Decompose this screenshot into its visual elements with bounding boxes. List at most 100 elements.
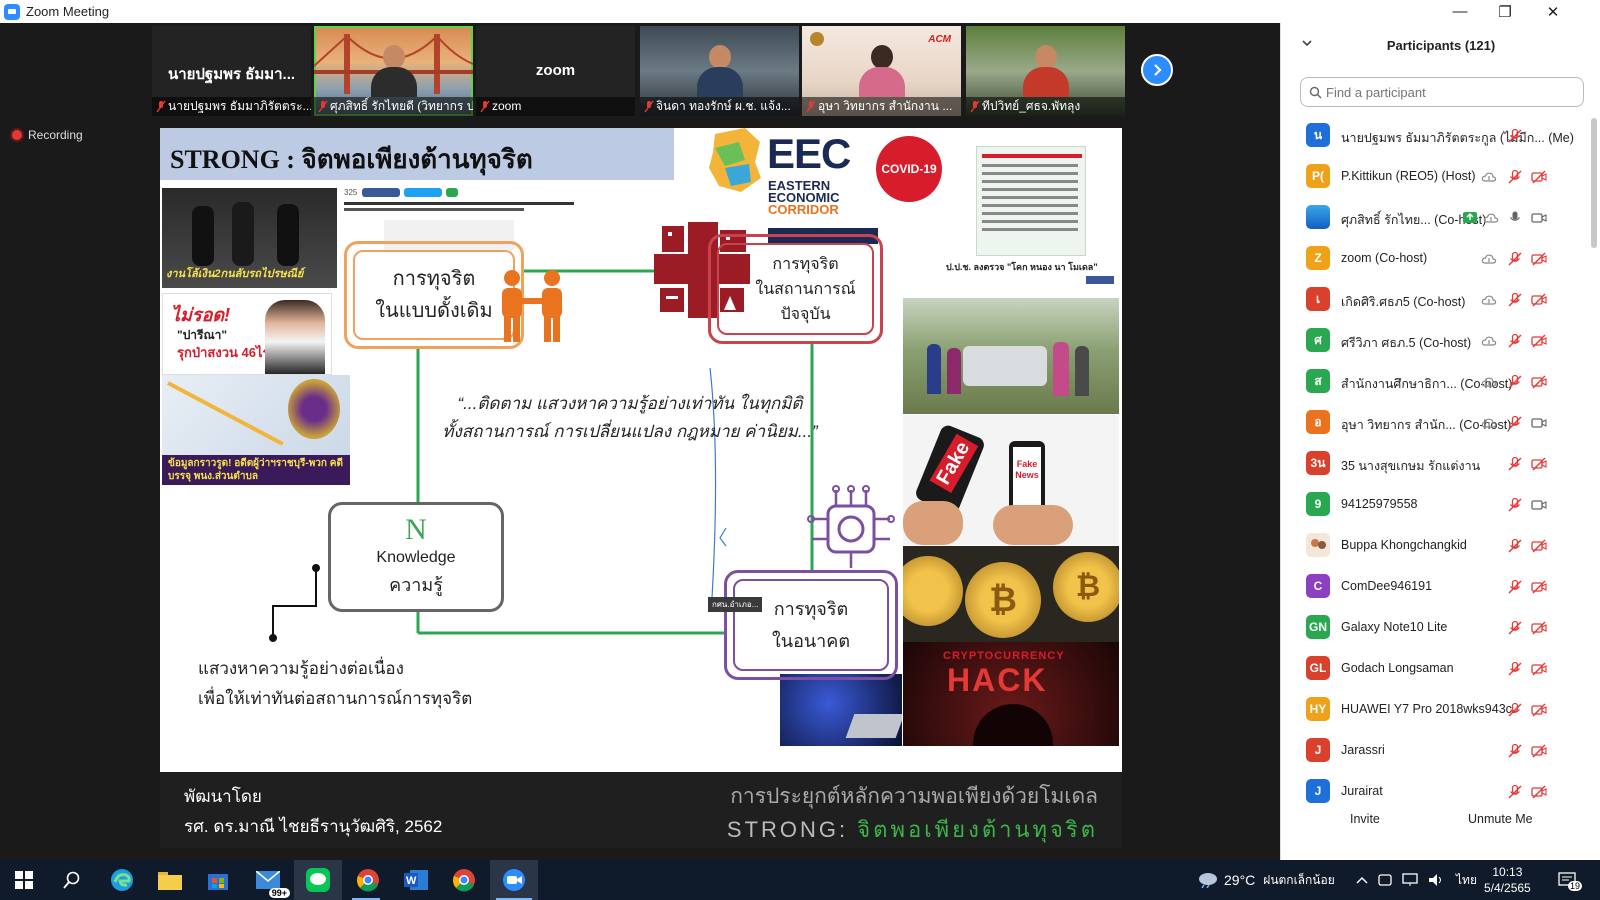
muted-mic-icon[interactable] xyxy=(1507,292,1523,308)
video-off-icon[interactable] xyxy=(1531,743,1547,759)
microsoft-store-icon[interactable] xyxy=(204,866,232,894)
close-button[interactable]: ✕ xyxy=(1546,3,1560,21)
video-off-icon[interactable] xyxy=(1531,169,1547,185)
participant-row[interactable]: สสำนักงานศึกษาธิกา... (Co-host) xyxy=(1281,361,1591,402)
participant-row[interactable]: ออุษา วิทยากร สำนัก... (Co-host) xyxy=(1281,402,1591,443)
video-off-icon[interactable] xyxy=(1531,579,1547,595)
chrome-icon-2[interactable] xyxy=(450,866,478,894)
video-tile[interactable]: ทีปวิทย์_ศธจ.พัทลุง xyxy=(966,26,1125,116)
participant-row[interactable]: P(P.Kittikun (REO5) (Host) xyxy=(1281,156,1591,197)
mic-icon[interactable] xyxy=(1507,210,1523,226)
video-off-icon[interactable] xyxy=(1531,702,1547,718)
participant-row[interactable]: เเกิดศิริ.ศธภ5 (Co-host) xyxy=(1281,279,1591,320)
search-icon[interactable] xyxy=(58,866,86,894)
video-tile[interactable]: นายปฐมพร ธัมมา... นายปฐมพร ธัมมาภิรัตตระ… xyxy=(152,26,311,116)
muted-mic-icon[interactable] xyxy=(1507,456,1523,472)
file-explorer-icon[interactable] xyxy=(156,866,184,894)
tile-caption: ศุภสิทธิ์ รักไทยดี (วิทยากร ป... xyxy=(314,97,473,116)
video-off-icon[interactable] xyxy=(1531,661,1547,677)
muted-mic-icon[interactable] xyxy=(1507,620,1523,636)
participant-video xyxy=(370,45,417,97)
video-tile[interactable]: ACM อุษา วิทยากร สำนักงาน ... xyxy=(802,26,961,116)
panel-scrollbar[interactable] xyxy=(1591,118,1597,248)
muted-mic-icon[interactable] xyxy=(1507,169,1523,185)
chevron-down-icon[interactable] xyxy=(1301,37,1313,49)
video-off-icon[interactable] xyxy=(1531,251,1547,267)
footer-strong-text: จิตพอเพียงต้านทุจริต xyxy=(857,817,1098,842)
muted-mic-icon[interactable] xyxy=(1507,374,1523,390)
future-corruption-box: การทุจริต ในอนาคต xyxy=(724,570,898,680)
input-language[interactable]: ไทย xyxy=(1456,872,1477,887)
word-icon[interactable]: W xyxy=(402,866,430,894)
muted-mic-icon[interactable] xyxy=(1507,538,1523,554)
muted-mic-icon[interactable] xyxy=(1507,128,1523,144)
meet-now-icon[interactable] xyxy=(1378,872,1392,888)
poster-logo: ACM xyxy=(928,34,951,45)
muted-mic-icon[interactable] xyxy=(1507,333,1523,349)
video-off-icon[interactable] xyxy=(1531,784,1547,800)
participant-row[interactable]: ศุภสิทธิ์ รักไทย... (Co-host) xyxy=(1281,197,1591,238)
muted-mic-icon[interactable] xyxy=(1507,497,1523,513)
muted-mic-icon[interactable] xyxy=(1507,743,1523,759)
video-tile[interactable]: จินดา ทองรักษ์ ผ.ช. แจ้ง... xyxy=(640,26,799,116)
news-name: "ปารีณา" xyxy=(177,328,228,342)
video-icon[interactable] xyxy=(1531,210,1547,226)
muted-mic-icon[interactable] xyxy=(1507,579,1523,595)
search-input[interactable] xyxy=(1326,84,1566,100)
edge-browser-icon[interactable] xyxy=(108,866,136,894)
participant-row[interactable]: ศศรีวิภา ศธภ.5 (Co-host) xyxy=(1281,320,1591,361)
video-off-icon[interactable] xyxy=(1531,292,1547,308)
quote-line1: “...ติดตาม แสวงหาความรู้อย่างเท่าทัน ในท… xyxy=(457,394,803,413)
next-page-button[interactable] xyxy=(1141,54,1173,86)
video-off-icon[interactable] xyxy=(1531,456,1547,472)
notification-center[interactable]: 19 xyxy=(1558,860,1590,900)
note-line1: แสวงหาความรู้อย่างต่อเนื่อง xyxy=(198,659,404,678)
video-off-icon[interactable] xyxy=(1531,620,1547,636)
windows-start-icon[interactable] xyxy=(10,866,38,894)
participant-row[interactable]: Buppa Khongchangkid xyxy=(1281,525,1591,566)
network-icon[interactable] xyxy=(1402,873,1418,887)
video-icon[interactable] xyxy=(1531,415,1547,431)
line-app-icon[interactable] xyxy=(304,866,332,894)
video-off-icon[interactable] xyxy=(1531,374,1547,390)
emblem-icon xyxy=(810,32,824,46)
zoom-app-icon[interactable] xyxy=(500,866,528,894)
muted-mic-icon[interactable] xyxy=(1507,415,1523,431)
chrome-icon[interactable] xyxy=(354,866,382,894)
recording-indicator[interactable]: Recording xyxy=(12,128,83,142)
volume-icon[interactable] xyxy=(1428,873,1444,887)
invite-button[interactable]: Invite xyxy=(1350,812,1380,826)
muted-mic-icon[interactable] xyxy=(1507,784,1523,800)
participant-video xyxy=(696,45,743,97)
clock[interactable]: 10:13 5/4/2565 xyxy=(1484,860,1531,900)
chevron-up-icon[interactable] xyxy=(1356,875,1368,885)
video-off-icon[interactable] xyxy=(1531,538,1547,554)
weather-widget[interactable]: 29°C ฝนตกเล็กน้อย xyxy=(1196,860,1335,900)
muted-mic-icon[interactable] xyxy=(1507,661,1523,677)
knowledge-english: Knowledge xyxy=(376,549,456,566)
video-tile[interactable]: zoom zoom xyxy=(476,26,635,116)
cloud-record-icon xyxy=(1481,169,1497,185)
unmute-me-button[interactable]: Unmute Me xyxy=(1468,812,1533,826)
tile-caption: นายปฐมพร ธัมมาภิรัตตระ... xyxy=(152,97,311,116)
video-tile[interactable]: ศุภสิทธิ์ รักไทยดี (วิทยากร ป... xyxy=(314,26,473,116)
mail-icon[interactable]: 99+ xyxy=(254,866,290,898)
participant-row[interactable]: นนายปฐมพร ธัมมาภิรัตตระกูล (ไม่มีก... (M… xyxy=(1281,115,1591,156)
muted-mic-icon[interactable] xyxy=(1507,702,1523,718)
muted-mic-icon[interactable] xyxy=(1507,251,1523,267)
video-icon[interactable] xyxy=(1531,497,1547,513)
video-off-icon[interactable] xyxy=(1531,333,1547,349)
maximize-button[interactable]: ❐ xyxy=(1498,3,1512,21)
participant-search[interactable] xyxy=(1300,77,1584,107)
minimize-button[interactable]: — xyxy=(1452,3,1468,20)
